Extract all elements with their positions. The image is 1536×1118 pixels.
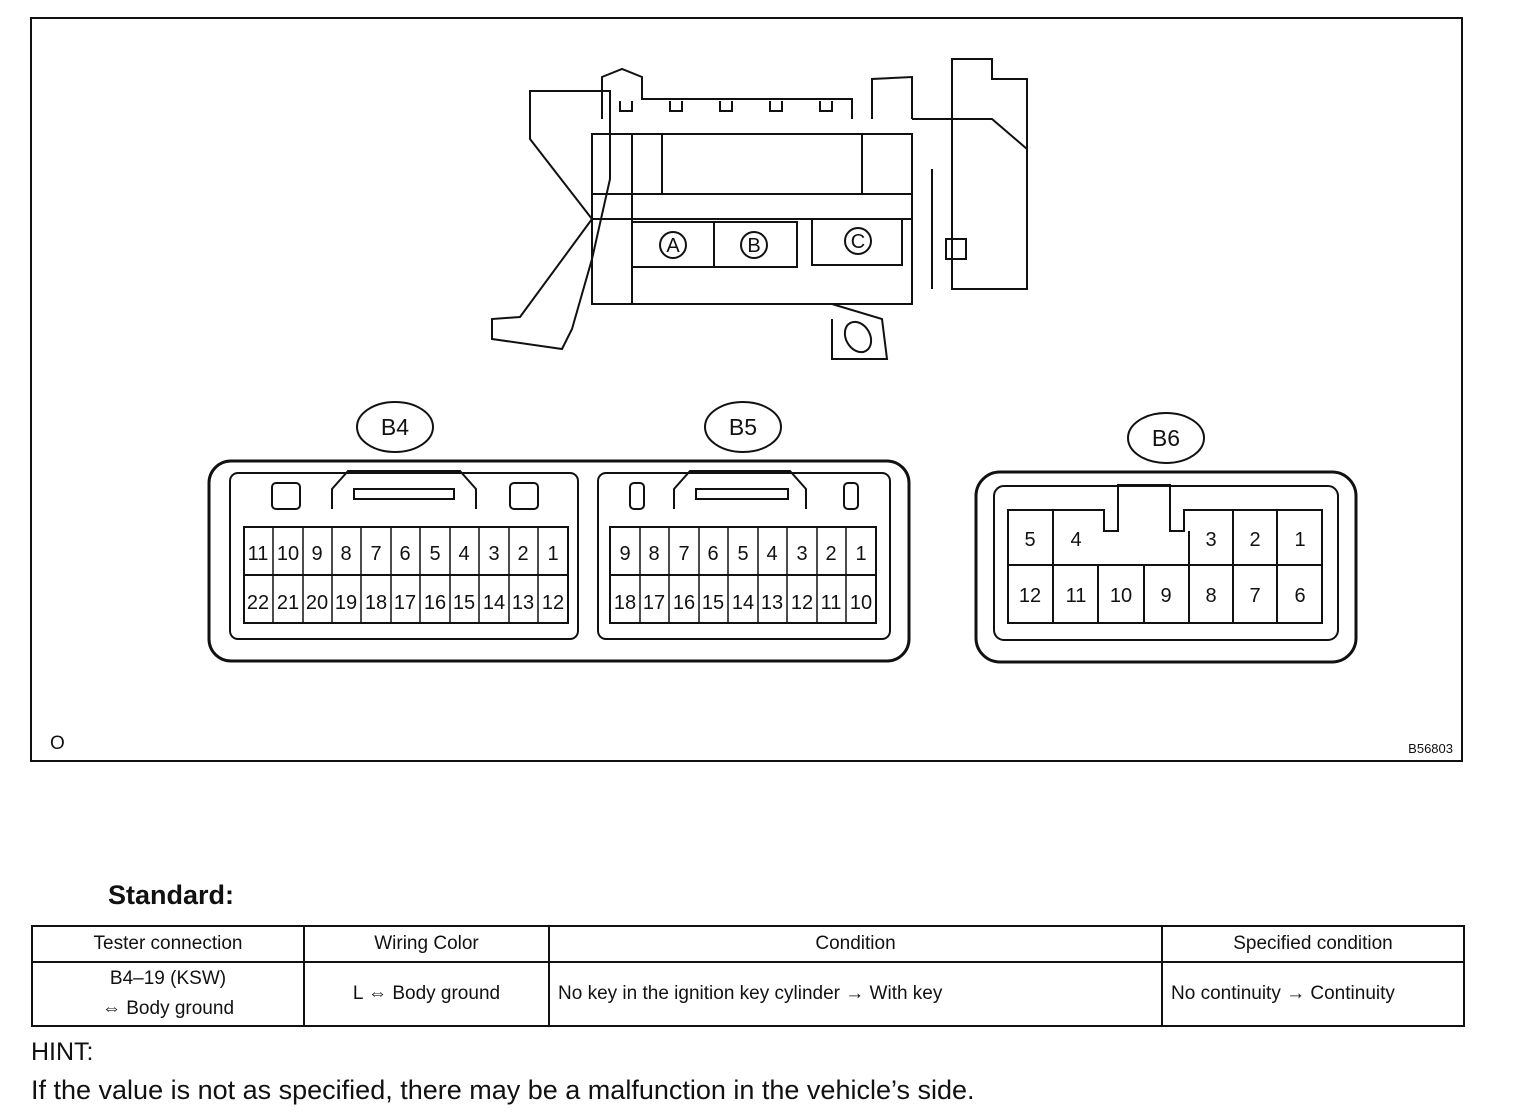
b4-b5-housing	[207, 459, 911, 663]
b4-pin: 7	[370, 543, 381, 565]
diagram-drawing: A B C B4 B5 B6 11 10 9 8	[207, 58, 1358, 664]
b4-pin: 8	[340, 543, 351, 565]
b5-pin: 1	[855, 543, 866, 565]
b6-connector-body	[974, 470, 1358, 664]
hint-text: If the value is not as specified, there …	[31, 1075, 975, 1105]
b5-pin: 18	[614, 592, 636, 614]
specification-table: Tester connection Wiring Color Condition…	[31, 925, 1465, 1027]
b6-label: B6	[1152, 425, 1180, 451]
b6-pin: 1	[1294, 529, 1305, 551]
tester-connection-line1: B4–19 (KSW)	[109, 968, 227, 989]
cavity-b-label: B	[747, 235, 760, 257]
b6-pin: 3	[1205, 529, 1216, 551]
b5-pin: 3	[796, 543, 807, 565]
cavity-b-marker	[740, 231, 768, 259]
b4-pin: 16	[424, 592, 446, 614]
cavity-labels: A B C	[659, 227, 872, 259]
b5-pin: 7	[678, 543, 689, 565]
header-wiring-color: Wiring Color	[303, 925, 550, 963]
b5-pin-grid: 9 8 7 6 5 4 3 2 1 18 17 16 15 14 13 12 1…	[614, 527, 872, 623]
connector-diagram: A B C B4 B5 B6 11 10 9 8	[30, 17, 1463, 762]
b5-label-oval	[704, 401, 782, 453]
b6-pin: 4	[1070, 529, 1081, 551]
ignition-switch-housing	[491, 58, 1028, 360]
b4-pin: 11	[248, 543, 269, 565]
cell-tester-connection: B4–19 (KSW) ⇔ Body ground	[31, 961, 305, 1027]
b5-pin: 4	[766, 543, 777, 565]
cell-condition: No key in the ignition key cylinder → Wi…	[548, 961, 1163, 1027]
b5-pin: 10	[850, 592, 872, 614]
page-mark: O	[50, 733, 65, 754]
b4-pin: 20	[306, 592, 328, 614]
figure-code: B56803	[1408, 741, 1453, 756]
b5-pin: 2	[825, 543, 836, 565]
cavity-c-marker	[844, 227, 872, 255]
table-row: B4–19 (KSW) ⇔ Body ground L ⇔ Body groun…	[31, 961, 1465, 1027]
b6-pin: 7	[1249, 585, 1260, 607]
b4-pin: 13	[512, 592, 534, 614]
b4-label: B4	[381, 414, 409, 440]
b5-pin: 5	[737, 543, 748, 565]
b5-pin: 6	[707, 543, 718, 565]
cell-specified-condition: No continuity → Continuity	[1161, 961, 1465, 1027]
b5-pin: 8	[648, 543, 659, 565]
standard-title: Standard:	[108, 880, 235, 910]
b4-pin: 5	[429, 543, 440, 565]
b5-pin: 17	[643, 592, 665, 614]
b4-pin: 10	[277, 543, 299, 565]
b4-pin: 4	[458, 543, 469, 565]
b5-pin: 15	[702, 592, 724, 614]
b6-pin: 12	[1019, 585, 1041, 607]
header-specified-condition: Specified condition	[1161, 925, 1465, 963]
cavity-a-marker	[659, 231, 687, 259]
b6-pin: 5	[1024, 529, 1035, 551]
b4-pin: 2	[517, 543, 528, 565]
tester-connection-line2: ⇔ Body ground	[101, 998, 235, 1019]
b4-pin: 19	[335, 592, 357, 614]
b4-pin: 6	[399, 543, 410, 565]
b5-pin: 9	[619, 543, 630, 565]
b4-pin: 22	[247, 592, 269, 614]
b6-pin: 2	[1249, 529, 1260, 551]
header-tester-connection: Tester connection	[31, 925, 305, 963]
b6-pin: 10	[1110, 585, 1132, 607]
b5-connector-body	[597, 470, 891, 640]
b4-pin: 14	[483, 592, 505, 614]
b4-label-oval	[356, 401, 434, 453]
b4-pin: 9	[311, 543, 322, 565]
table-header-row: Tester connection Wiring Color Condition…	[31, 925, 1465, 963]
b4-pin-grid: 11 10 9 8 7 6 5 4 3 2 1 22 21 20 19 18 1…	[247, 527, 564, 623]
hint-title: HINT:	[31, 1038, 94, 1066]
b4-pin: 1	[547, 543, 558, 565]
cell-wiring-color: L ⇔ Body ground	[303, 961, 550, 1027]
b6-label-oval	[1127, 412, 1205, 464]
b5-label: B5	[729, 414, 757, 440]
b4-connector-body	[229, 470, 579, 640]
cavity-c-label: C	[851, 231, 865, 253]
b4-pin: 12	[542, 592, 564, 614]
b6-pin: 8	[1205, 585, 1216, 607]
b6-pin: 6	[1294, 585, 1305, 607]
b4-pin: 21	[277, 592, 299, 614]
b4-pin: 17	[394, 592, 416, 614]
b5-pin: 12	[791, 592, 813, 614]
b6-pin-grid: 5 4 3 2 1 12 11 10 9 8 7 6	[1019, 529, 1306, 607]
b5-pin: 14	[732, 592, 754, 614]
b4-pin: 15	[453, 592, 475, 614]
b5-pin: 13	[761, 592, 783, 614]
b4-pin: 3	[488, 543, 499, 565]
b4-pin: 18	[365, 592, 387, 614]
b5-pin: 16	[673, 592, 695, 614]
cavity-a-label: A	[666, 235, 680, 257]
header-condition: Condition	[548, 925, 1163, 963]
b5-pin: 11	[821, 592, 842, 614]
b6-pin: 11	[1066, 585, 1087, 607]
b6-pin: 9	[1160, 585, 1171, 607]
